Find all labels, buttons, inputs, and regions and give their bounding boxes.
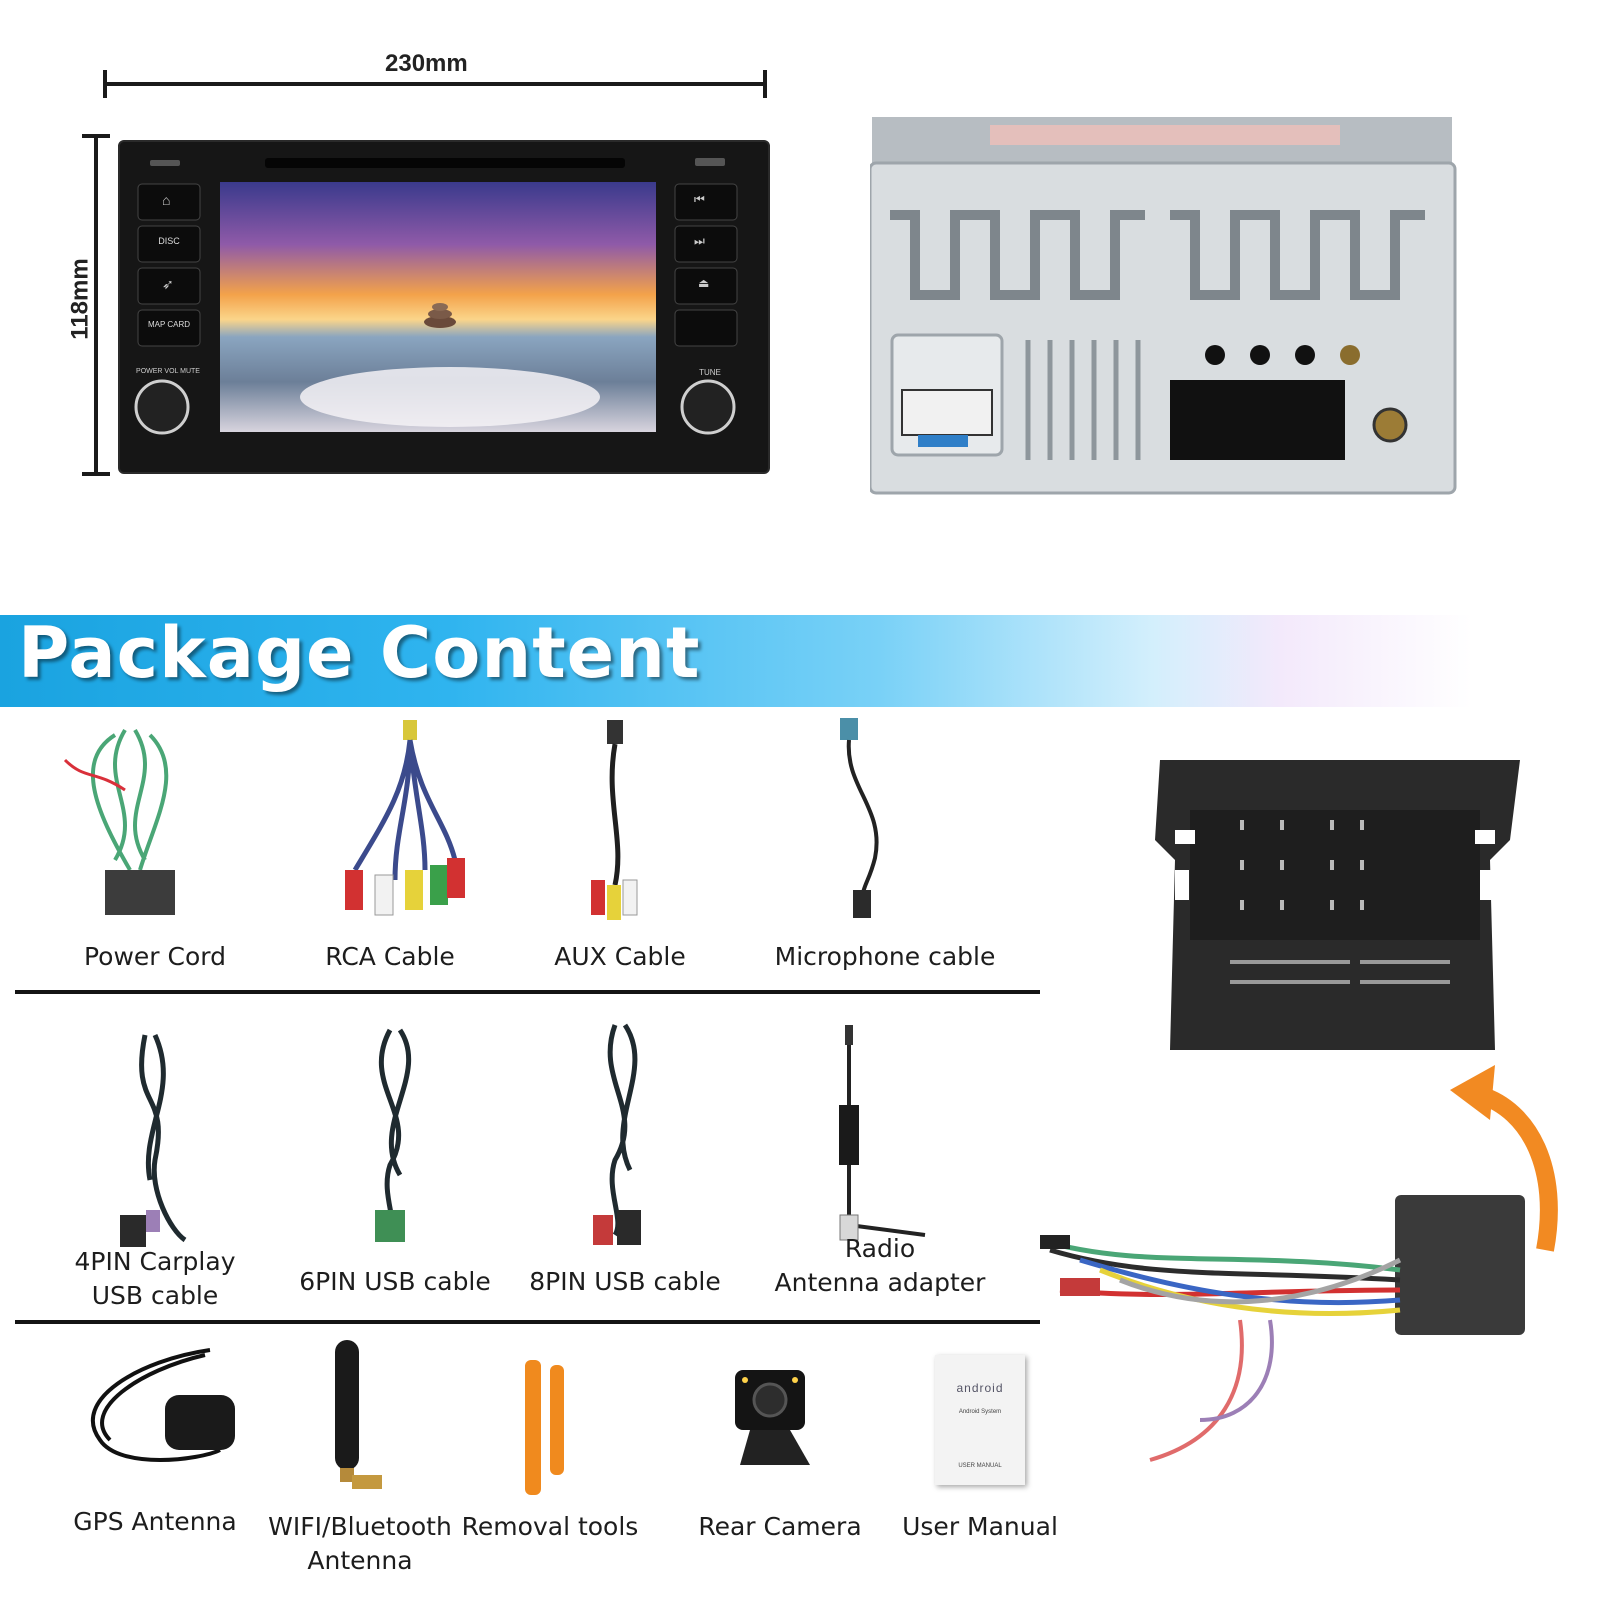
row-divider-2 xyxy=(15,1320,1040,1324)
eject-icon[interactable]: ⏏ xyxy=(698,276,710,290)
6pin-usb-cable-image xyxy=(375,1028,412,1242)
8pin-usb-cable-image xyxy=(593,1023,641,1245)
item-label-microphone-cable: Microphone cable xyxy=(774,942,996,971)
tune-knob-label: TUNE xyxy=(699,368,721,377)
user-manual-image: android Android System USER MANUAL xyxy=(935,1355,1025,1485)
rca-cable-image xyxy=(345,720,465,916)
microphone-cable-image xyxy=(840,718,879,918)
power-cord-image xyxy=(63,728,175,915)
aux-cable-image xyxy=(591,720,638,920)
manual-subtitle: Android System xyxy=(958,1409,1002,1415)
wifi-bluetooth-antenna-image xyxy=(335,1340,382,1489)
removal-tools-image xyxy=(525,1360,564,1495)
gps-antenna-image xyxy=(91,1348,235,1462)
next-track-icon[interactable]: ⏭ xyxy=(694,234,705,248)
height-dimension-label: 118mm xyxy=(66,258,94,340)
harness-connector-image xyxy=(1150,760,1530,1075)
head-unit-front-graphic xyxy=(134,158,738,435)
home-icon[interactable]: ⌂ xyxy=(162,192,171,208)
head-unit-rear-graphic xyxy=(868,117,1457,495)
map-card-button[interactable]: MAP CARD xyxy=(147,320,191,329)
item-label-wifi-bluetooth-antenna: WIFI/Bluetooth Antenna xyxy=(268,1512,452,1575)
manual-footer: USER MANUAL xyxy=(958,1463,1002,1469)
row-divider-1 xyxy=(15,990,1040,994)
orange-arrow-icon xyxy=(1450,1065,1558,1252)
rear-camera-image xyxy=(735,1370,810,1465)
power-knob-label: POWER VOL MUTE xyxy=(136,368,200,375)
package-content-title: Package Content xyxy=(18,612,701,694)
item-label-rca-cable: RCA Cable xyxy=(325,942,455,971)
head-unit-rear xyxy=(868,115,1460,500)
item-label-radio-antenna-adapter: Radio Antenna adapter xyxy=(774,1234,986,1297)
item-label-user-manual: User Manual xyxy=(902,1512,1058,1541)
dimension-lines xyxy=(82,70,767,476)
previous-track-icon[interactable]: ⏮ xyxy=(694,192,705,206)
item-label-rear-camera: Rear Camera xyxy=(698,1512,862,1541)
item-label-8pin-usb-cable: 8PIN USB cable xyxy=(529,1267,721,1296)
manual-brand: android xyxy=(956,1381,1004,1395)
4pin-carplay-usb-cable-image xyxy=(120,1033,187,1247)
item-label-power-cord: Power Cord xyxy=(84,942,226,971)
head-unit-front: DISC MAP CARD POWER VOL MUTE TUNE ⌂ ➶ ⏮ … xyxy=(118,140,770,474)
item-label-6pin-usb-cable: 6PIN USB cable xyxy=(299,1267,491,1296)
navigation-icon[interactable]: ➶ xyxy=(162,276,174,292)
item-label-aux-cable: AUX Cable xyxy=(554,942,686,971)
item-label-4pin-carplay-usb-cable: 4PIN Carplay USB cable xyxy=(74,1247,236,1310)
package-content-banner xyxy=(0,615,1600,707)
radio-antenna-adapter-image xyxy=(839,1025,926,1241)
item-label-gps-antenna: GPS Antenna xyxy=(73,1507,237,1536)
width-dimension-label: 230mm xyxy=(385,50,468,77)
wiring-harness-image xyxy=(1040,1195,1525,1462)
disc-button[interactable]: DISC xyxy=(158,236,180,246)
item-label-removal-tools: Removal tools xyxy=(461,1512,639,1541)
